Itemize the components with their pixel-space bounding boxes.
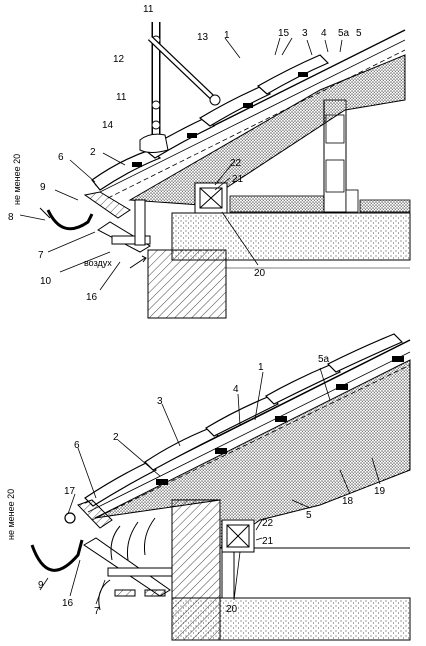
top-roof-insulation — [128, 54, 406, 206]
bottom-label-9: 9 — [38, 580, 44, 591]
bottom-label-5: 5 — [306, 510, 312, 521]
top-label-21: 21 — [232, 174, 244, 185]
bottom-label-22: 22 — [262, 518, 274, 529]
top-label-5: 5 — [356, 28, 362, 39]
bottom-label-2: 2 — [113, 432, 119, 443]
bottom-min-note: не менее 20 — [6, 489, 16, 540]
top-label-6: 6 — [58, 152, 64, 163]
top-figure: 11 12 13 1 15 3 4 5а 5 11 14 2 6 9 8 7 1… — [8, 4, 411, 319]
top-label-4: 4 — [321, 28, 327, 39]
bottom-label-5a: 5а — [318, 354, 330, 365]
bottom-label-17: 17 — [64, 486, 76, 497]
bottom-figure: 5а 1 4 3 2 6 17 9 16 7 18 19 5 22 21 20 … — [6, 333, 411, 641]
top-min-note: не менее 20 — [12, 154, 22, 205]
top-label-7: 7 — [38, 250, 44, 261]
top-gutter — [46, 209, 94, 231]
bottom-label-20: 20 — [226, 604, 238, 615]
top-label-2: 2 — [90, 147, 96, 158]
top-label-22: 22 — [230, 158, 242, 169]
top-label-11b: 11 — [116, 92, 127, 103]
top-wall — [147, 249, 227, 319]
top-label-20: 20 — [254, 268, 266, 279]
bottom-label-1: 1 — [258, 362, 264, 373]
top-label-10: 10 — [40, 276, 52, 287]
top-label-3: 3 — [302, 28, 308, 39]
top-air-label: воздух — [84, 258, 112, 268]
top-label-11a: 11 — [143, 4, 154, 15]
top-label-1: 1 — [224, 30, 230, 41]
bottom-label-16: 16 — [62, 598, 74, 609]
top-label-16: 16 — [86, 292, 98, 303]
top-label-14: 14 — [102, 120, 114, 131]
top-label-13: 13 — [197, 32, 209, 43]
bottom-slab — [171, 597, 411, 641]
top-label-15: 15 — [278, 28, 290, 39]
bottom-label-3: 3 — [157, 396, 163, 407]
bottom-label-4: 4 — [233, 384, 239, 395]
top-label-9: 9 — [40, 182, 46, 193]
bottom-tiles — [84, 333, 404, 507]
bottom-label-7: 7 — [94, 606, 100, 617]
bottom-label-21: 21 — [262, 536, 274, 547]
top-label-8: 8 — [8, 212, 14, 223]
top-label-5a: 5а — [338, 28, 350, 39]
bottom-gutter — [30, 539, 84, 572]
top-label-12: 12 — [113, 54, 125, 65]
bottom-roof-insulation — [94, 359, 411, 549]
bottom-label-6: 6 — [74, 440, 80, 451]
bottom-label-19: 19 — [374, 486, 386, 497]
top-floor-insulation — [229, 195, 326, 213]
bottom-label-18: 18 — [342, 496, 354, 507]
